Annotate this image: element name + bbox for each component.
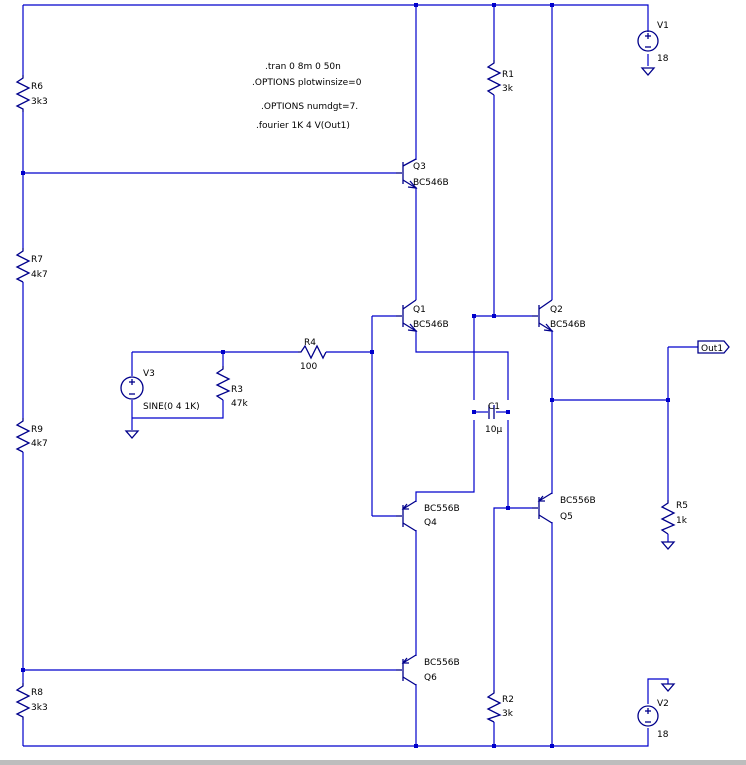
directive-numdgt: .OPTIONS numdgt=7. [261, 102, 358, 112]
resistor-r6[interactable]: R6 3k3 [15, 75, 48, 112]
r2-label: R2 [502, 695, 514, 705]
spice-directives[interactable]: .tran 0 8m 0 50n .OPTIONS plotwinsize=0 … [252, 62, 362, 131]
q2-value: BC546B [550, 320, 586, 330]
r6-value: 3k3 [31, 97, 48, 107]
directive-fourier: .fourier 1K 4 V(Out1) [256, 121, 350, 131]
ground-r5 [660, 541, 676, 550]
transistor-q4[interactable]: BC556B Q4 [396, 500, 460, 532]
r5-label: R5 [676, 501, 688, 511]
voltage-source-v1[interactable]: V1 18 [637, 21, 669, 64]
v1-value: 18 [657, 54, 669, 64]
r7-label: R7 [31, 255, 43, 265]
wires [22, 4, 698, 747]
r8-label: R8 [31, 688, 43, 698]
r3-value: 47k [231, 399, 248, 409]
voltage-source-v2[interactable]: V2 18 [637, 699, 669, 740]
r7-value: 4k7 [31, 270, 48, 280]
c1-label: C1 [488, 402, 500, 412]
q1-label: Q1 [413, 305, 426, 315]
c1-value: 10µ [485, 425, 502, 435]
v2-value: 18 [657, 730, 669, 740]
ground-v3 [124, 430, 140, 439]
r9-value: 4k7 [31, 439, 48, 449]
r4-value: 100 [300, 362, 317, 372]
v3-label: V3 [143, 369, 155, 379]
q5-value: BC556B [560, 496, 596, 506]
junctions [21, 3, 670, 748]
transistor-q3[interactable]: Q3 BC546B [396, 158, 449, 189]
r1-label: R1 [502, 70, 514, 80]
r3-label: R3 [231, 385, 243, 395]
q6-value: BC556B [424, 658, 460, 668]
r9-label: R9 [31, 425, 43, 435]
v2-label: V2 [657, 699, 669, 709]
r1-value: 3k [502, 84, 514, 94]
voltage-source-v3[interactable]: V3 SINE(0 4 1K) [120, 369, 200, 412]
capacitor-c1[interactable]: C1 10µ [485, 402, 502, 435]
transistor-q6[interactable]: BC556B Q6 [396, 654, 460, 686]
r6-label: R6 [31, 82, 43, 92]
resistor-r8[interactable]: R8 3k3 [15, 683, 48, 720]
v1-label: V1 [657, 21, 669, 31]
v3-value: SINE(0 4 1K) [143, 402, 200, 412]
r5-value: 1k [676, 516, 688, 526]
resistor-r5[interactable]: R5 1k [660, 500, 688, 535]
q3-value: BC546B [413, 178, 449, 188]
r4-label: R4 [304, 338, 316, 348]
q4-label: Q4 [424, 518, 437, 528]
resistor-r2[interactable]: R2 3k [486, 690, 514, 723]
transistor-q2[interactable]: Q2 BC546B [532, 299, 586, 332]
directive-tran: .tran 0 8m 0 50n [265, 62, 341, 72]
transistor-q1[interactable]: Q1 BC546B [396, 299, 449, 332]
q1-value: BC546B [413, 320, 449, 330]
q3-label: Q3 [413, 162, 426, 172]
resistor-r7[interactable]: R7 4k7 [15, 248, 48, 283]
q4-value: BC556B [424, 504, 460, 514]
resistor-r9[interactable]: R9 4k7 [15, 418, 48, 453]
resistor-r1[interactable]: R1 3k [486, 60, 514, 96]
q5-label: Q5 [560, 512, 573, 522]
net-label-out1[interactable]: Out1 [697, 340, 730, 354]
ground-v2 [660, 683, 676, 692]
resistor-r4[interactable]: R4 100 [298, 338, 327, 372]
resistor-r3[interactable]: R3 47k [215, 366, 248, 409]
q6-label: Q6 [424, 673, 437, 683]
ground-v1 [640, 67, 656, 76]
transistor-q5[interactable]: BC556B Q5 [532, 492, 596, 524]
directive-plotwinsize: .OPTIONS plotwinsize=0 [252, 78, 362, 88]
r8-value: 3k3 [31, 703, 48, 713]
out1-text: Out1 [701, 344, 723, 354]
q2-label: Q2 [550, 305, 563, 315]
r2-value: 3k [502, 709, 514, 719]
